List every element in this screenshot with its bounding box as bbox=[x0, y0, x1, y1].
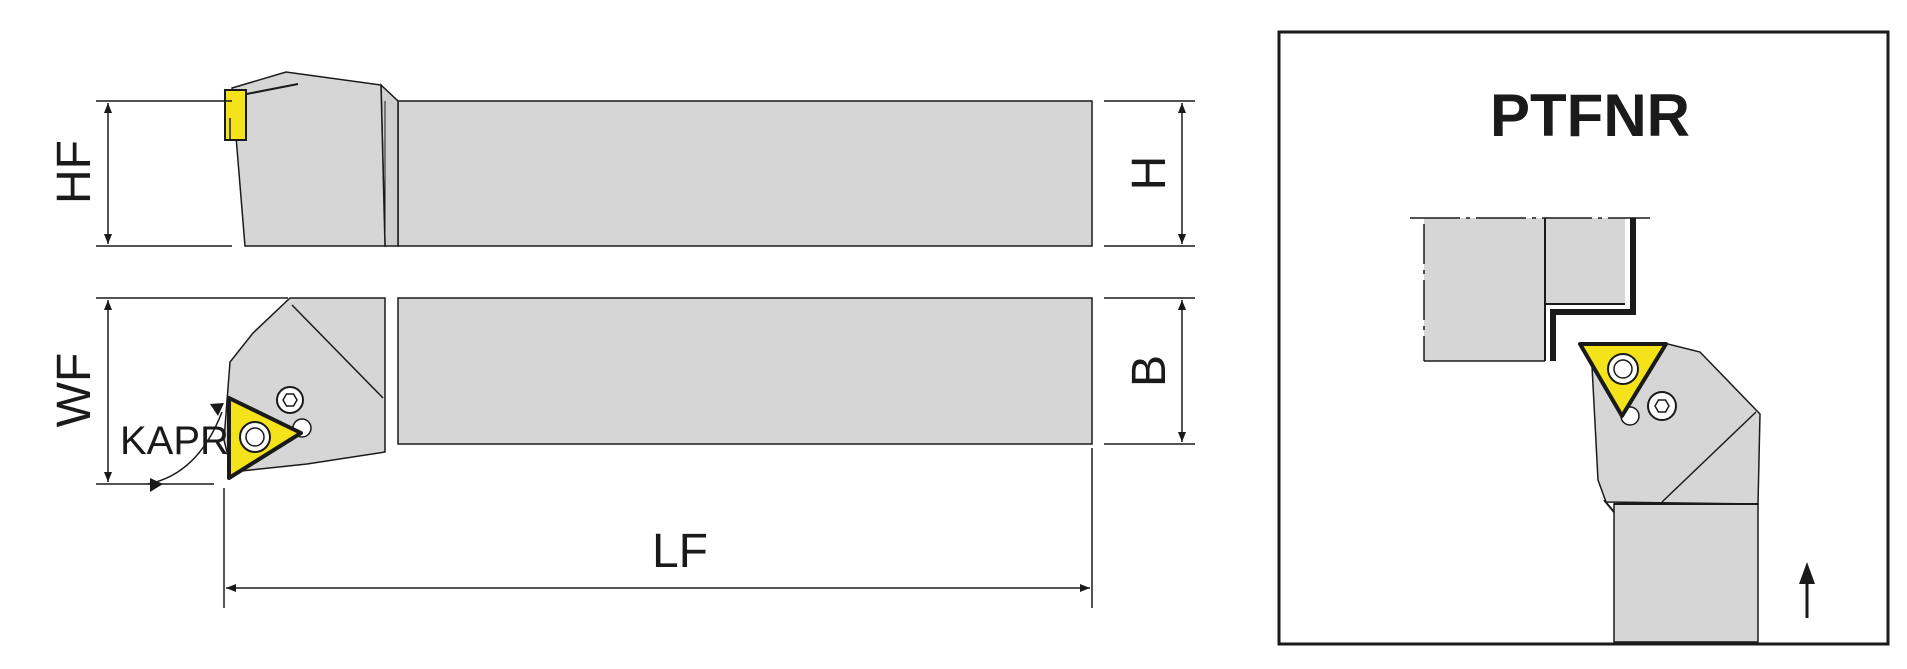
screw-hex-icon bbox=[1647, 391, 1677, 421]
top-shank bbox=[397, 297, 1093, 445]
panel-shank bbox=[1613, 503, 1759, 643]
wf-label: WF bbox=[48, 353, 101, 428]
b-label: B bbox=[1123, 355, 1176, 387]
side-shank bbox=[397, 100, 1093, 247]
code-label: PTFNR bbox=[1490, 82, 1690, 149]
top-view: WF KAPR B LF bbox=[48, 297, 1195, 608]
side-view: HF H bbox=[48, 71, 1195, 247]
panel-frame bbox=[1277, 30, 1890, 646]
kapr-label: KAPR bbox=[120, 419, 229, 463]
arrow-up-icon bbox=[1799, 562, 1815, 618]
screw-hex-icon bbox=[276, 386, 304, 414]
kapr-arc bbox=[147, 411, 223, 485]
h-label: H bbox=[1123, 156, 1176, 191]
workpiece bbox=[1410, 217, 1650, 362]
lf-label: LF bbox=[652, 525, 708, 578]
side-head bbox=[231, 71, 386, 247]
code-panel: PTFNR bbox=[1277, 30, 1890, 646]
side-insert bbox=[224, 89, 247, 141]
hf-label: HF bbox=[48, 140, 101, 204]
